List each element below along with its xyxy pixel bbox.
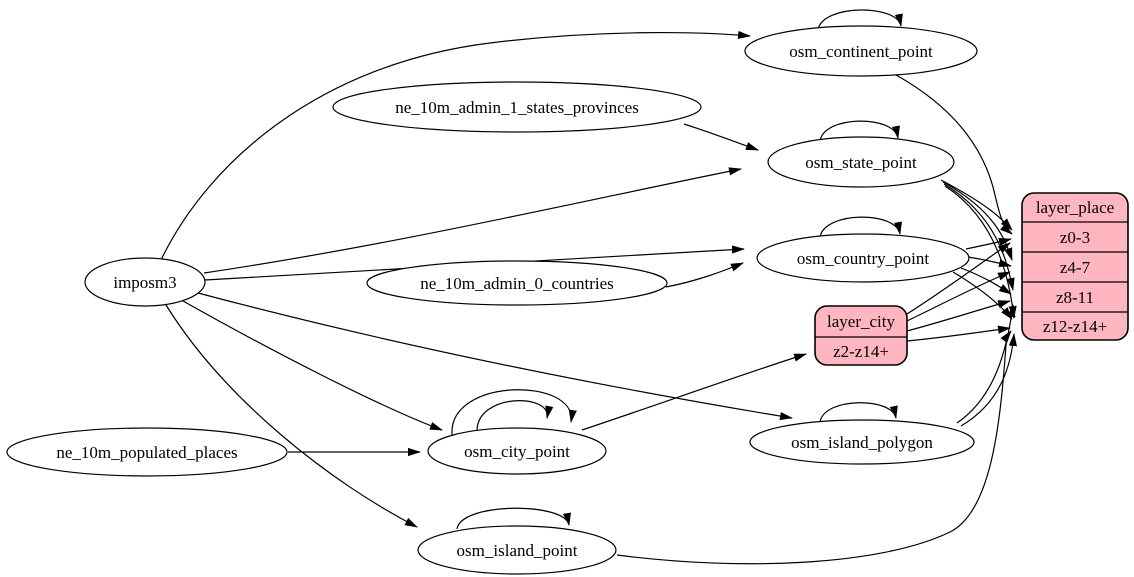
node-ne_10m_admin_0_countries: ne_10m_admin_0_countries [366, 260, 668, 306]
osm_country_point-label: osm_country_point [797, 249, 929, 268]
node-imposm3: imposm3 [84, 257, 206, 307]
edge-osm_country_point-z8-11 [960, 267, 1012, 295]
osm_city_point-shape [427, 427, 607, 475]
osm_state_point-shape [767, 136, 955, 188]
osm_continent_point-label: osm_continent_point [789, 42, 933, 61]
layer_place-row-z8-11: z8-11 [1056, 288, 1094, 307]
osm_island_point-shape [417, 525, 617, 575]
record-layer_city: layer_city z2-z14+ [814, 305, 908, 366]
node-osm_island_point: osm_island_point [417, 525, 617, 575]
layer_city-title: layer_city [827, 312, 895, 331]
osm_country_point-shape [756, 233, 970, 283]
osm_island_point-label: osm_island_point [457, 541, 578, 560]
node-osm_city_point: osm_city_point [427, 427, 607, 475]
selfloop-osm_continent_point [817, 9, 903, 31]
osm_city_point-label: osm_city_point [464, 442, 570, 461]
selfloop-osm_city_point-inner [476, 400, 554, 432]
layer_place-row-z4-7: z4-7 [1060, 258, 1091, 277]
edge-layer_city-z4-7 [906, 271, 1011, 322]
edge-osm_island_polygon-z12-z14 [960, 333, 1017, 427]
ne_10m_admin_0_countries-shape [366, 260, 668, 306]
edge-ne_10m_admin_1_states_provinces-osm_state_point [683, 123, 759, 151]
osm_continent_point-shape [744, 25, 978, 77]
node-osm_state_point: osm_state_point [767, 136, 955, 188]
ne_10m_populated_places-shape [6, 427, 288, 477]
record-layer_place: layer_place z0-3 z4-7 z8-11 z12-z14+ [1021, 192, 1129, 341]
layer_place-box [1021, 192, 1129, 341]
edge-imposm3-osm_island_polygon [197, 292, 793, 421]
edge-layer_city-z0-3 [906, 242, 1011, 315]
layer_place-row-z12-z14: z12-z14+ [1043, 317, 1107, 336]
node-osm_island_polygon: osm_island_polygon [749, 419, 975, 465]
edge-osm_state_point-z0-3 [940, 179, 1013, 231]
layer_place-row-z0-3: z0-3 [1060, 228, 1090, 247]
imposm3-shape [84, 257, 206, 307]
edge-imposm3-osm_state_point [203, 167, 742, 274]
ne_10m_admin_0_countries-label: ne_10m_admin_0_countries [420, 274, 614, 293]
node-osm_country_point: osm_country_point [756, 233, 970, 283]
ne_10m_admin_1_states_provinces-shape [332, 81, 702, 133]
osm_state_point-label: osm_state_point [805, 153, 917, 172]
layer_place-title: layer_place [1036, 198, 1114, 217]
edge-osm_island_polygon-z8-11 [956, 304, 1016, 424]
edge-imposm3-osm_island_point [165, 304, 418, 528]
ne_10m_admin_1_states_provinces-label: ne_10m_admin_1_states_provinces [395, 98, 639, 117]
edge-osm_country_point-z0-3 [965, 237, 1012, 250]
imposm3-label: imposm3 [113, 273, 176, 292]
edge-osm_country_point-z12-z14 [952, 271, 1013, 320]
layer_city-box [814, 305, 908, 366]
edge-layer_city-z12-z14 [906, 325, 1011, 342]
selfloop-osm_island_polygon [819, 402, 898, 423]
edge-imposm3-osm_city_point [182, 300, 443, 431]
selfloop-osm_state_point [819, 120, 900, 142]
selfloop-osm_island_point [456, 507, 571, 530]
edge-layer_city-z8-11 [906, 300, 1011, 332]
osm_island_polygon-label: osm_island_polygon [791, 433, 933, 452]
selfloop-osm_country_point [819, 216, 902, 238]
edge-osm_country_point-z4-7 [967, 256, 1012, 268]
edges [160, 9, 1017, 565]
edge-osm_city_point-layer_city [581, 353, 807, 431]
edge-ne_10m_admin_0_countries-osm_country_point [665, 262, 744, 288]
osm_island_polygon-shape [749, 419, 975, 465]
layer_city-row-z2-z14: z2-z14+ [833, 342, 889, 361]
node-ne_10m_admin_1_states_provinces: ne_10m_admin_1_states_provinces [332, 81, 702, 133]
edge-imposm3-osm_continent_point [160, 30, 751, 261]
node-osm_continent_point: osm_continent_point [744, 25, 978, 77]
edge-osm_island_point-z12-z14 [616, 330, 1012, 565]
ne_10m_populated_places-label: ne_10m_populated_places [56, 443, 237, 462]
selfloop-osm_city_point-outer [451, 389, 577, 436]
node-ne_10m_populated_places: ne_10m_populated_places [6, 427, 288, 477]
